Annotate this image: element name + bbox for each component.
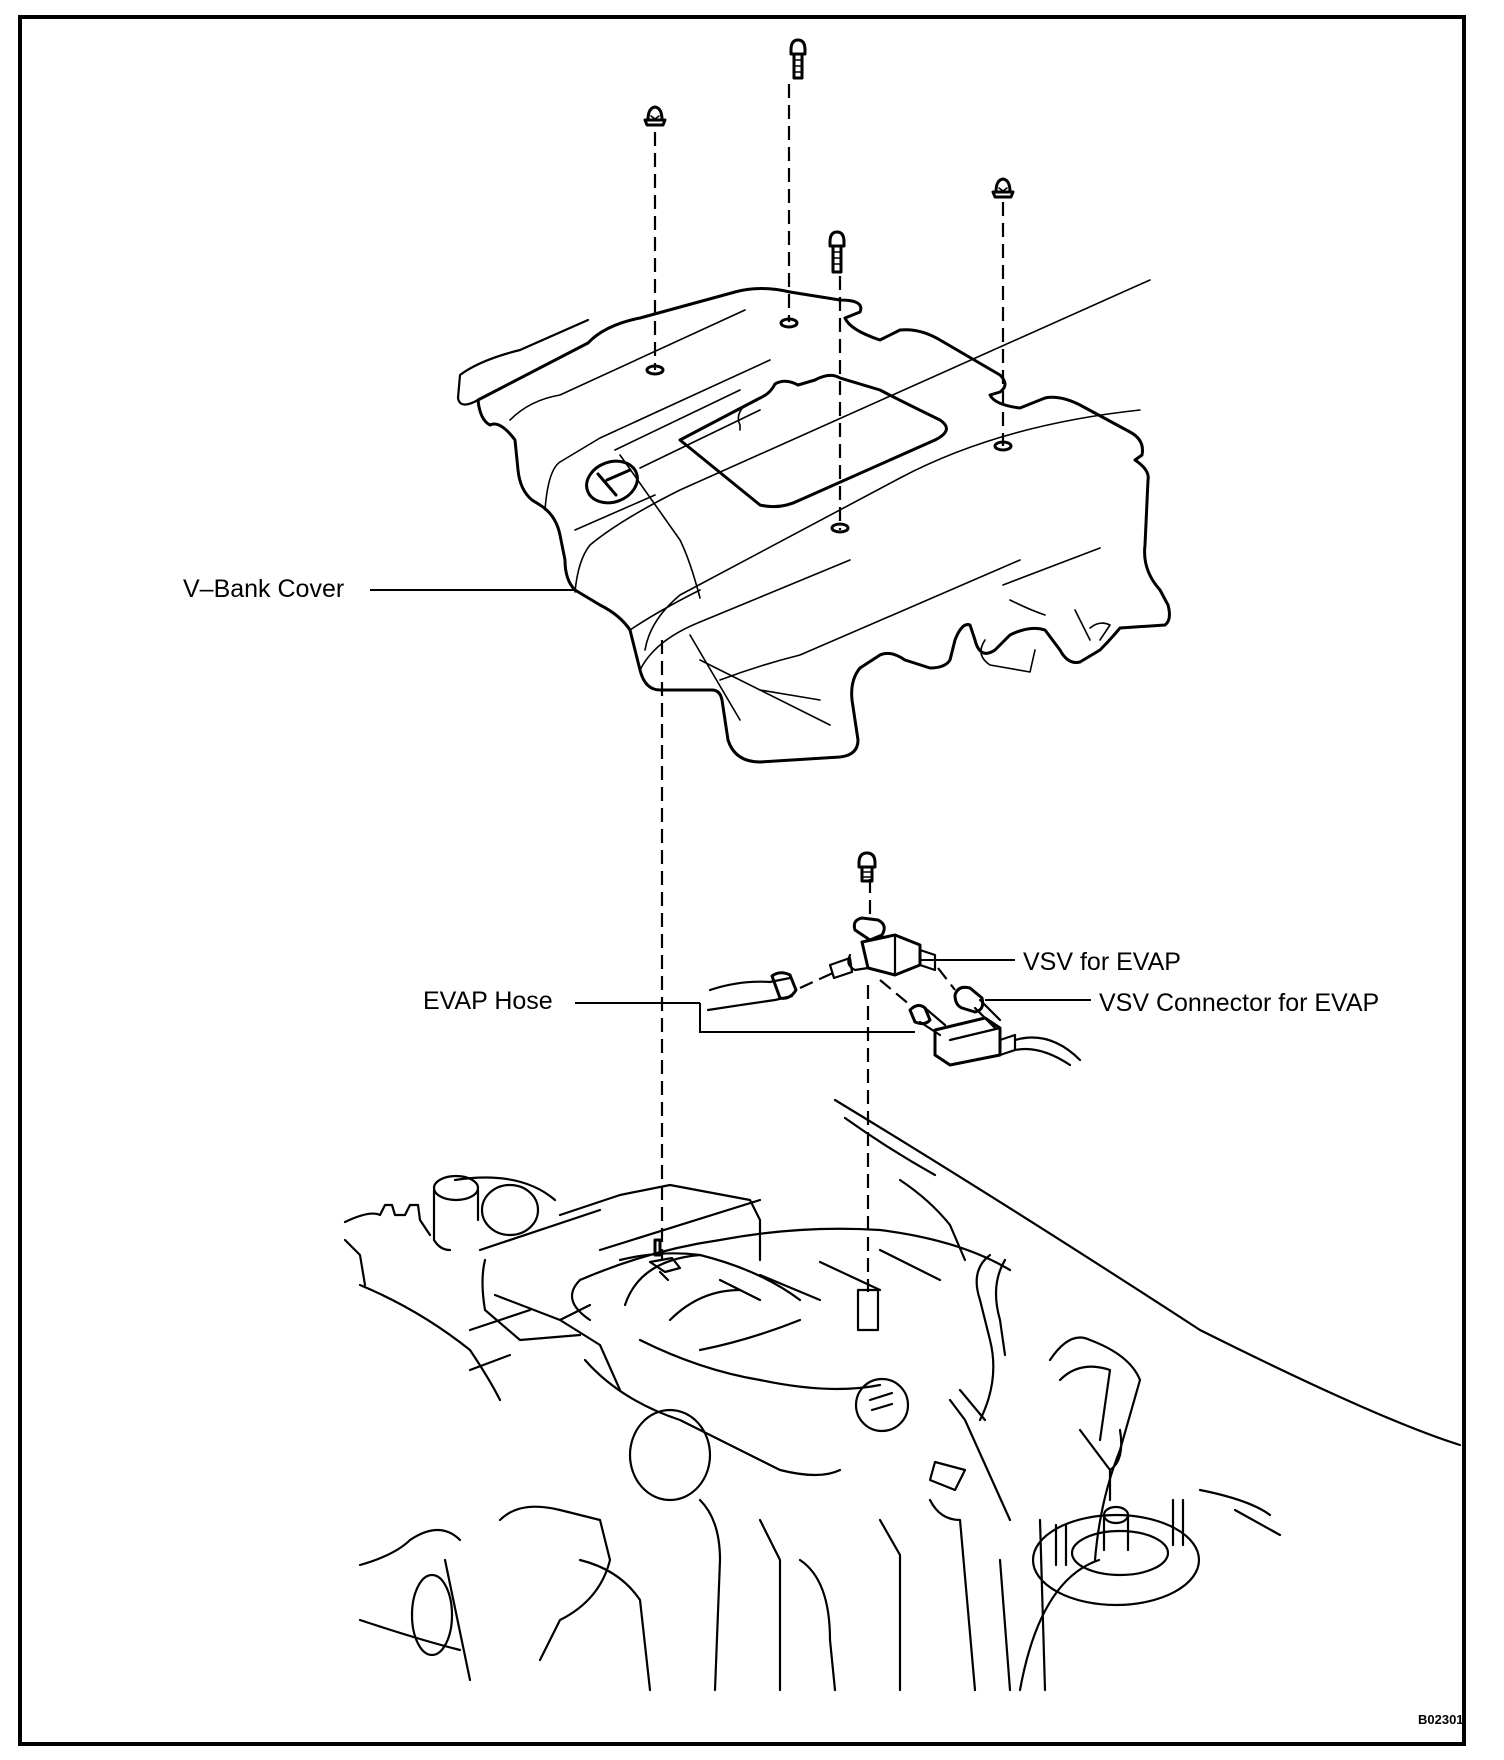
cap-nut-icon xyxy=(991,177,1015,199)
v-bank-cover-label: V–Bank Cover xyxy=(183,575,345,603)
vsv-bolt-icon xyxy=(857,851,877,883)
engine-bay xyxy=(343,1098,1462,1692)
bolt-icon xyxy=(789,38,807,80)
cap-nut-icon xyxy=(643,105,667,127)
diagram-frame xyxy=(18,15,1466,1746)
vsv-for-evap xyxy=(828,916,937,980)
evap-hose xyxy=(706,970,1082,1067)
v-bank-cover xyxy=(456,279,1171,764)
bolt-icon xyxy=(828,230,846,274)
vsv-connector-label: VSV Connector for EVAP xyxy=(1099,989,1380,1017)
alignment-lines xyxy=(653,84,1005,1292)
leader-lines xyxy=(370,589,1091,1033)
figure-id: B02301 xyxy=(1418,1712,1464,1727)
evap-hose-label: EVAP Hose xyxy=(423,987,553,1015)
vsv-connector-for-evap xyxy=(937,967,1002,1030)
vsv-for-evap-label: VSV for EVAP xyxy=(1023,948,1181,976)
